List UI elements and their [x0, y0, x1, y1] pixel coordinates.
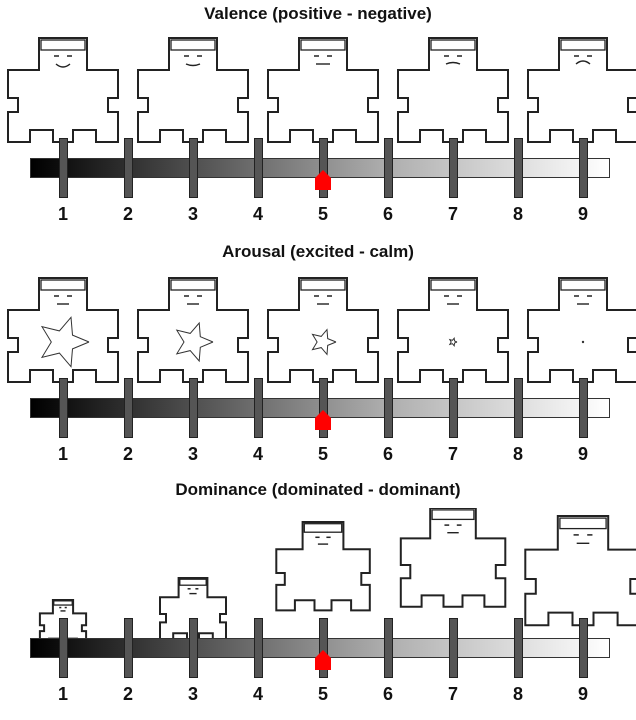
scale-title: Arousal (excited - calm)	[222, 242, 414, 261]
scale-tick[interactable]	[384, 378, 393, 438]
scale-tick[interactable]	[59, 378, 68, 438]
tick-label: 9	[577, 204, 588, 224]
scale-tick[interactable]	[514, 138, 523, 198]
scale-tick[interactable]	[189, 618, 198, 678]
scale-3: Dominance (dominated - dominant) 1 2 3 4 5 6 7 8…	[0, 480, 636, 720]
sam-figure	[524, 515, 636, 627]
scale-tick[interactable]	[254, 618, 263, 678]
tick-label: 5	[317, 444, 328, 464]
scale-tick[interactable]	[449, 138, 458, 198]
scale-tick[interactable]	[579, 138, 588, 198]
tick-label: 6	[382, 204, 393, 224]
tick-label: 3	[187, 204, 198, 224]
arousal-figures	[7, 277, 636, 383]
tick-label: 5	[317, 204, 328, 224]
scale-tick[interactable]	[59, 618, 68, 678]
sam-figure	[275, 521, 371, 612]
tick-label: 4	[252, 684, 263, 704]
sam-figure	[267, 277, 379, 383]
sam-figure	[137, 37, 249, 143]
tick-label: 3	[187, 444, 198, 464]
tick-label: 6	[382, 684, 393, 704]
scale-tick[interactable]	[449, 378, 458, 438]
sam-figure	[527, 277, 636, 383]
tick-label: 1	[57, 684, 68, 704]
selection-marker-icon	[315, 650, 331, 670]
tick-label: 1	[57, 204, 68, 224]
scale-title: Valence (positive - negative)	[204, 4, 432, 23]
tick-label: 3	[187, 684, 198, 704]
scale-title: Dominance (dominated - dominant)	[175, 480, 461, 499]
tick-label: 6	[382, 444, 393, 464]
scale-tick[interactable]	[319, 138, 328, 198]
tick-label: 2	[122, 444, 133, 464]
scale-2: Arousal (excited - calm) 1 2 3 4 5 6 7 8 9	[0, 240, 636, 480]
tick-label: 2	[122, 684, 133, 704]
tick-label: 8	[512, 204, 523, 224]
scale-tick[interactable]	[124, 378, 133, 438]
scale-tick[interactable]	[124, 618, 133, 678]
scale-tick[interactable]	[319, 618, 328, 678]
sam-figure	[399, 508, 507, 608]
tick-label: 7	[447, 444, 458, 464]
tick-label: 4	[252, 444, 263, 464]
scale-tick[interactable]	[579, 618, 588, 678]
tick-label: 9	[577, 444, 588, 464]
sam-figure	[527, 37, 636, 143]
tick-label: 8	[512, 444, 523, 464]
scale-tick[interactable]	[384, 138, 393, 198]
scale-tick[interactable]	[124, 138, 133, 198]
scale-tick[interactable]	[254, 138, 263, 198]
sam-figure	[137, 277, 249, 383]
sam-figure	[397, 277, 509, 383]
tick-label: 9	[577, 684, 588, 704]
scale-tick[interactable]	[514, 618, 523, 678]
scale-tick[interactable]	[514, 378, 523, 438]
valence-figures	[7, 37, 636, 143]
scale-tick[interactable]	[319, 378, 328, 438]
tick-label: 7	[447, 684, 458, 704]
tick-label: 4	[252, 204, 263, 224]
tick-label: 1	[57, 444, 68, 464]
sam-figure	[7, 37, 119, 143]
dominance-figures	[38, 508, 636, 645]
scale-tick[interactable]	[384, 618, 393, 678]
scale-tick[interactable]	[254, 378, 263, 438]
tick-label: 7	[447, 204, 458, 224]
sam-figure	[7, 277, 119, 383]
scale-tick[interactable]	[59, 138, 68, 198]
sam-figure	[397, 37, 509, 143]
selection-marker-icon	[315, 170, 331, 190]
scale-tick[interactable]	[189, 378, 198, 438]
scale-tick[interactable]	[189, 138, 198, 198]
sam-figure	[267, 37, 379, 143]
tick-label: 2	[122, 204, 133, 224]
tick-label: 5	[317, 684, 328, 704]
scale-tick[interactable]	[579, 378, 588, 438]
scale-1: Valence (positive - negative) 1 2 3 4 5 6 7 8 9	[0, 0, 636, 240]
scale-tick[interactable]	[449, 618, 458, 678]
tick-label: 8	[512, 684, 523, 704]
selection-marker-icon	[315, 410, 331, 430]
